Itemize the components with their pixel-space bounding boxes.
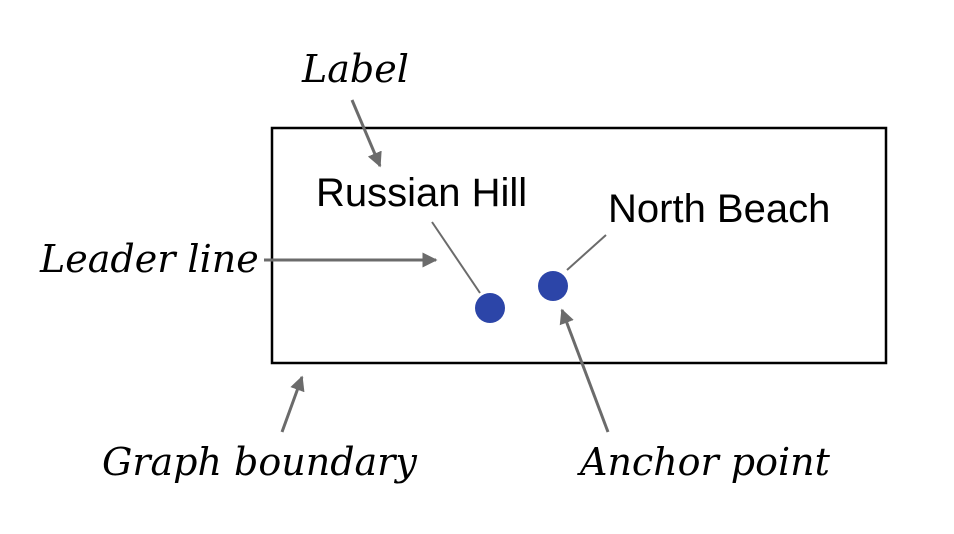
arrow-label bbox=[350, 99, 382, 168]
anchor-point-north-beach bbox=[538, 271, 568, 301]
callout-leader-line: Leader line bbox=[39, 237, 259, 281]
arrow-anchor-point bbox=[559, 308, 610, 433]
callout-anchor-point: Anchor point bbox=[577, 440, 831, 484]
graph-boundary-frame bbox=[270, 126, 888, 365]
anchor-point-russian-hill bbox=[475, 293, 505, 323]
point-label-russian-hill: Russian Hill bbox=[316, 171, 527, 215]
point-label-north-beach: North Beach bbox=[608, 187, 830, 231]
arrow-graph-boundary bbox=[280, 375, 305, 433]
leader-line-north-beach bbox=[566, 234, 607, 271]
leader-line-russian-hill bbox=[431, 221, 481, 294]
callout-graph-boundary: Graph boundary bbox=[102, 440, 417, 484]
callout-label: Label bbox=[301, 47, 409, 91]
